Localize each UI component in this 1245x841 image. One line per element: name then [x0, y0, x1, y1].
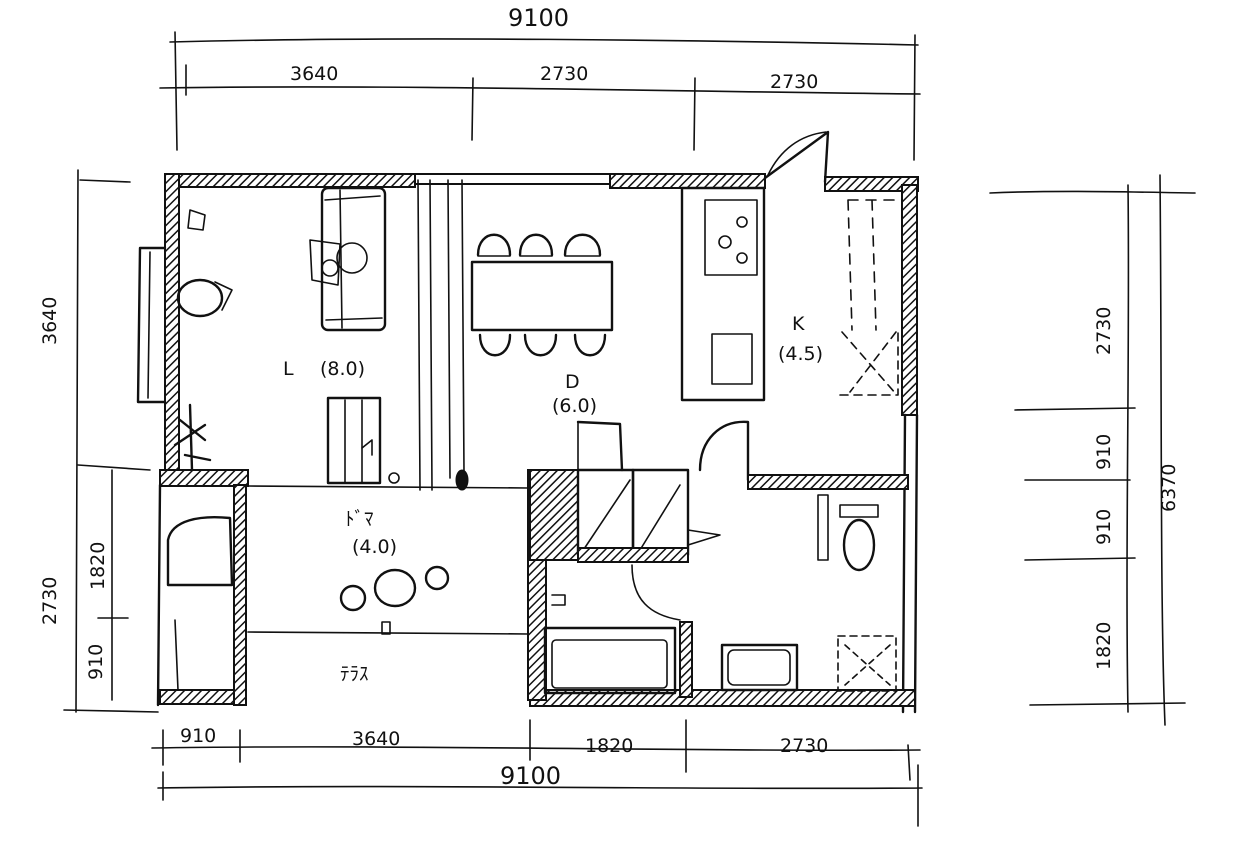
dim-bottom-1: 910	[180, 725, 216, 747]
room-label-doma: ﾄﾞﾏ	[345, 508, 374, 530]
living-dining-partition	[417, 179, 469, 491]
room-size-kitchen: (4.5)	[778, 343, 823, 365]
dim-top-1: 3640	[290, 63, 338, 85]
dim-top-total: 9100	[508, 4, 569, 32]
dim-bottom-3: 1820	[585, 735, 633, 757]
dining-table	[470, 233, 614, 357]
kitchen-counter	[680, 186, 766, 402]
toilet	[817, 494, 879, 572]
living-stairs	[326, 396, 400, 485]
laundry-space	[837, 635, 897, 692]
room-label-kitchen: K	[792, 313, 805, 335]
doma-area	[166, 485, 529, 691]
living-sofa	[320, 186, 387, 332]
kitchen-storage	[839, 199, 899, 396]
dim-top-3: 2730	[770, 71, 818, 93]
right-dimension-lines	[989, 174, 1196, 726]
dim-left-inner-1: 1820	[87, 542, 109, 590]
washbasin	[720, 643, 799, 692]
wet-room-walls	[679, 474, 909, 698]
interior-doors	[576, 420, 750, 482]
room-size-doma: (4.0)	[352, 536, 397, 558]
dim-top-2: 2730	[540, 63, 588, 85]
dim-bottom-4: 2730	[780, 735, 828, 757]
bathtub	[543, 564, 681, 695]
dim-bottom-total: 9100	[500, 762, 561, 790]
left-dimension-lines	[63, 169, 159, 713]
utility-storage	[529, 468, 721, 563]
dim-right-3: 910	[1093, 509, 1115, 545]
dim-right-total: 6370	[1158, 464, 1180, 512]
dim-right-2: 910	[1093, 434, 1115, 470]
living-left-chair	[176, 209, 233, 318]
dim-left-inner-2: 910	[85, 644, 107, 680]
dim-right-1: 2730	[1093, 307, 1115, 355]
top-dimension-lines	[159, 31, 921, 161]
dim-left-top: 3640	[39, 297, 61, 345]
entrance-door	[763, 130, 830, 184]
living-side-table	[309, 239, 368, 286]
room-size-living: (8.0)	[320, 358, 365, 380]
living-plant	[173, 403, 212, 472]
bottom-dimension-lines	[151, 719, 923, 827]
room-size-dining: (6.0)	[552, 395, 597, 417]
room-label-living: L	[283, 358, 294, 380]
dim-right-4: 1820	[1093, 622, 1115, 670]
room-label-terrace: ﾃﾗｽ	[340, 663, 369, 685]
room-label-dining: D	[565, 371, 580, 393]
dim-bottom-2: 3640	[352, 728, 400, 750]
dim-left-bottom: 2730	[39, 577, 61, 625]
